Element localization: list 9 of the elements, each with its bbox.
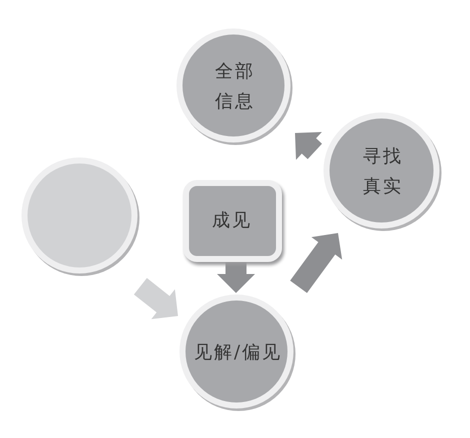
rounded-box	[182, 180, 282, 262]
node-text: 寻找真实	[362, 145, 404, 199]
node-text: 全部信息	[214, 60, 256, 114]
block-arrow	[295, 132, 322, 160]
node-text: 见解/偏见	[194, 341, 282, 365]
block-arrow	[290, 233, 342, 293]
node-text: 成见	[212, 209, 252, 233]
block-arrow	[217, 262, 255, 293]
block-arrow	[134, 278, 178, 320]
